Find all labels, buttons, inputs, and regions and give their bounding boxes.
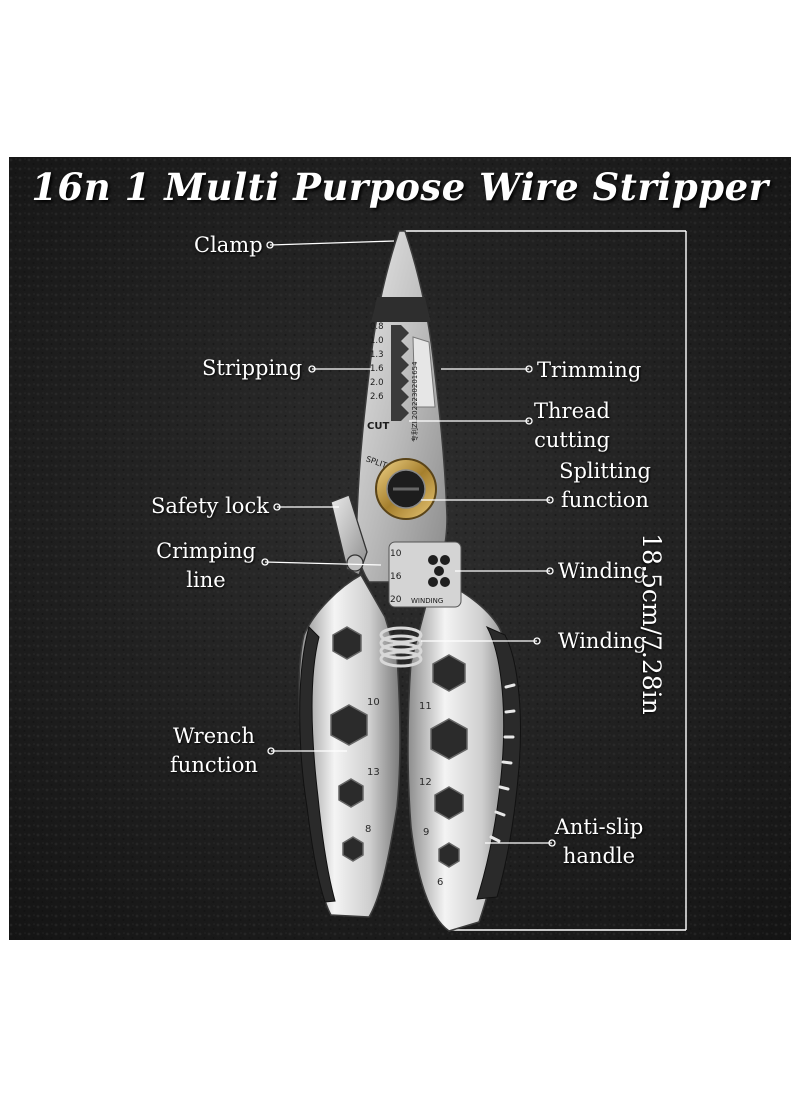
- crimp-size: 10: [390, 549, 402, 559]
- label-trimming: Trimming: [537, 358, 642, 382]
- label-stripping: Stripping: [202, 356, 303, 380]
- label-line: Splitting: [559, 459, 651, 483]
- cut-marking: CUT: [367, 421, 389, 432]
- winding-marking: WINDING: [411, 597, 443, 605]
- left-handle: [298, 573, 401, 918]
- stripping-teeth: [391, 325, 409, 421]
- gauge-label: 2.0: [370, 378, 384, 388]
- crimp-size-markings: 10 16 20: [390, 549, 402, 605]
- label-anti-slip-handle: Anti-slip handle: [549, 813, 649, 871]
- label-line: function: [170, 753, 258, 777]
- winding-holes: [428, 555, 450, 587]
- wrench-size: 6: [437, 877, 443, 888]
- gauge-label: 0.8: [370, 322, 384, 332]
- gauge-label: 1.6: [370, 364, 384, 374]
- left-handle-size-markings: 10 13 8: [365, 697, 380, 835]
- label-clamp: Clamp: [194, 233, 263, 257]
- label-line: line: [186, 568, 226, 592]
- product-panel: 16n 1 Multi Purpose Wire Stripper: [9, 157, 791, 940]
- gauge-label: 2.6: [370, 392, 384, 402]
- page-title: 16n 1 Multi Purpose Wire Stripper: [31, 165, 769, 209]
- gauge-label: 1.3: [370, 350, 384, 360]
- label-line: Thread: [534, 399, 610, 423]
- grip-ridges: [489, 683, 516, 843]
- right-handle-size-markings: 11 12 9 6: [419, 701, 443, 888]
- label-thread-cutting: Thread cutting: [527, 397, 617, 455]
- label-line: Wrench: [173, 724, 255, 748]
- dimension-bracket: [404, 230, 687, 931]
- wrench-size: 9: [423, 827, 429, 838]
- cutting-blade: [412, 336, 436, 408]
- label-winding-1: Winding: [558, 559, 647, 583]
- label-safety-lock: Safety lock: [151, 494, 269, 518]
- gauge-label: 1.0: [370, 336, 384, 346]
- dimension-label: 18.5cm/7.28in: [637, 533, 666, 715]
- wrench-size: 10: [367, 697, 380, 708]
- right-wrench-holes: [430, 654, 468, 868]
- serial-marking: 专利ZL2022230201654: [410, 361, 419, 442]
- label-wrench-function: Wrench function: [159, 722, 269, 780]
- jaw-nose: [371, 297, 431, 322]
- label-splitting-function: Splitting function: [555, 457, 655, 515]
- safety-lock-knob: [346, 554, 364, 572]
- label-line: function: [561, 488, 649, 512]
- label-line: Crimping: [156, 539, 256, 563]
- left-wrench-holes: [330, 626, 368, 862]
- gauge-markings: 0.8 1.0 1.3 1.6 2.0 2.6: [370, 322, 384, 402]
- wire-stripper-illustration: 0.8 1.0 1.3 1.6 2.0 2.6 CUT SPLIT 专利ZL20…: [261, 230, 687, 932]
- label-crimping-line: Crimping line: [156, 537, 256, 595]
- label-line: Anti-slip: [554, 815, 644, 839]
- spring: [379, 626, 423, 668]
- leader-lines: [261, 240, 556, 847]
- label-line: handle: [562, 844, 636, 868]
- right-handle-grip: [476, 625, 521, 900]
- label-line: cutting: [534, 428, 610, 452]
- wrench-size: 12: [419, 777, 432, 788]
- wrench-size: 8: [365, 824, 371, 835]
- crimp-size: 20: [390, 595, 402, 605]
- wrench-size: 11: [419, 701, 432, 712]
- wrench-size: 13: [367, 767, 380, 778]
- label-winding-2: Winding: [558, 629, 647, 653]
- crimp-size: 16: [390, 572, 402, 582]
- left-handle-grip: [299, 626, 336, 903]
